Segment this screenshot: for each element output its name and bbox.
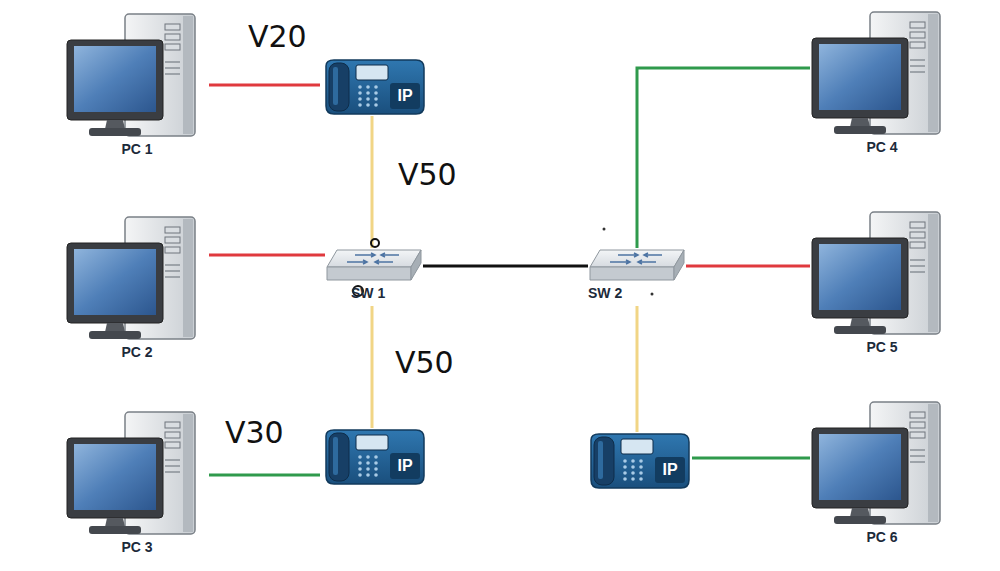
cable-line: [371, 306, 374, 428]
hand-dot: [603, 228, 606, 231]
cable-line: [637, 68, 810, 248]
switch-icon: [590, 250, 684, 280]
icon: [810, 10, 950, 138]
computer-node: PC 2: [65, 215, 209, 363]
switch-label: SW 2: [588, 285, 622, 301]
phone-label: IP: [390, 83, 420, 109]
vlan-label: V30: [222, 416, 287, 449]
computer-label: PC 6: [810, 529, 954, 545]
edge-group: [209, 68, 810, 475]
cable-line: [209, 84, 320, 87]
icon: [65, 12, 205, 140]
icon: [65, 410, 205, 538]
computer-icon: [812, 402, 940, 524]
phone-label: IP: [655, 457, 685, 483]
switch-icon: [327, 250, 421, 280]
computer-label: PC 5: [810, 339, 954, 355]
icon: [325, 248, 423, 282]
computer-node: PC 3: [65, 410, 209, 558]
computer-node: PC 6: [810, 400, 954, 548]
computer-icon: [812, 12, 940, 134]
cable-line: [692, 457, 810, 460]
cable-line: [209, 474, 320, 477]
icon: [588, 248, 686, 282]
cable-line: [686, 265, 810, 268]
icon: [810, 210, 950, 338]
computer-icon: [67, 412, 195, 534]
switch-label: SW 1: [351, 285, 385, 301]
icon: [65, 215, 205, 343]
cable-line: [636, 306, 639, 432]
cable-line: [371, 116, 374, 248]
computer-label: PC 3: [65, 539, 209, 555]
hand-dot: [651, 293, 654, 296]
cable-line: [423, 265, 588, 268]
ip-phone-node: IP: [585, 432, 692, 490]
switch-node: SW 1: [325, 248, 423, 306]
phone-label: IP: [390, 453, 420, 479]
vlan-label: V20: [245, 20, 310, 53]
switch-node: SW 2: [588, 248, 686, 306]
vlan-label: V50: [395, 158, 460, 191]
cable-line: [209, 254, 325, 257]
computer-icon: [67, 217, 195, 339]
ip-phone-icon: [326, 430, 424, 484]
ip-phone-node: IP: [320, 58, 427, 116]
computer-node: PC 1: [65, 12, 209, 160]
computer-label: PC 2: [65, 344, 209, 360]
computer-label: PC 1: [65, 141, 209, 157]
ip-phone-node: IP: [320, 428, 427, 486]
computer-icon: [812, 212, 940, 334]
computer-node: PC 5: [810, 210, 954, 358]
ip-phone-icon: [591, 434, 689, 488]
computer-icon: [67, 14, 195, 136]
ip-phone-icon: [326, 60, 424, 114]
vlan-label: V50: [392, 346, 457, 379]
computer-node: PC 4: [810, 10, 954, 158]
icon: [810, 400, 950, 528]
computer-label: PC 4: [810, 139, 954, 155]
hand-mark: [371, 239, 379, 247]
